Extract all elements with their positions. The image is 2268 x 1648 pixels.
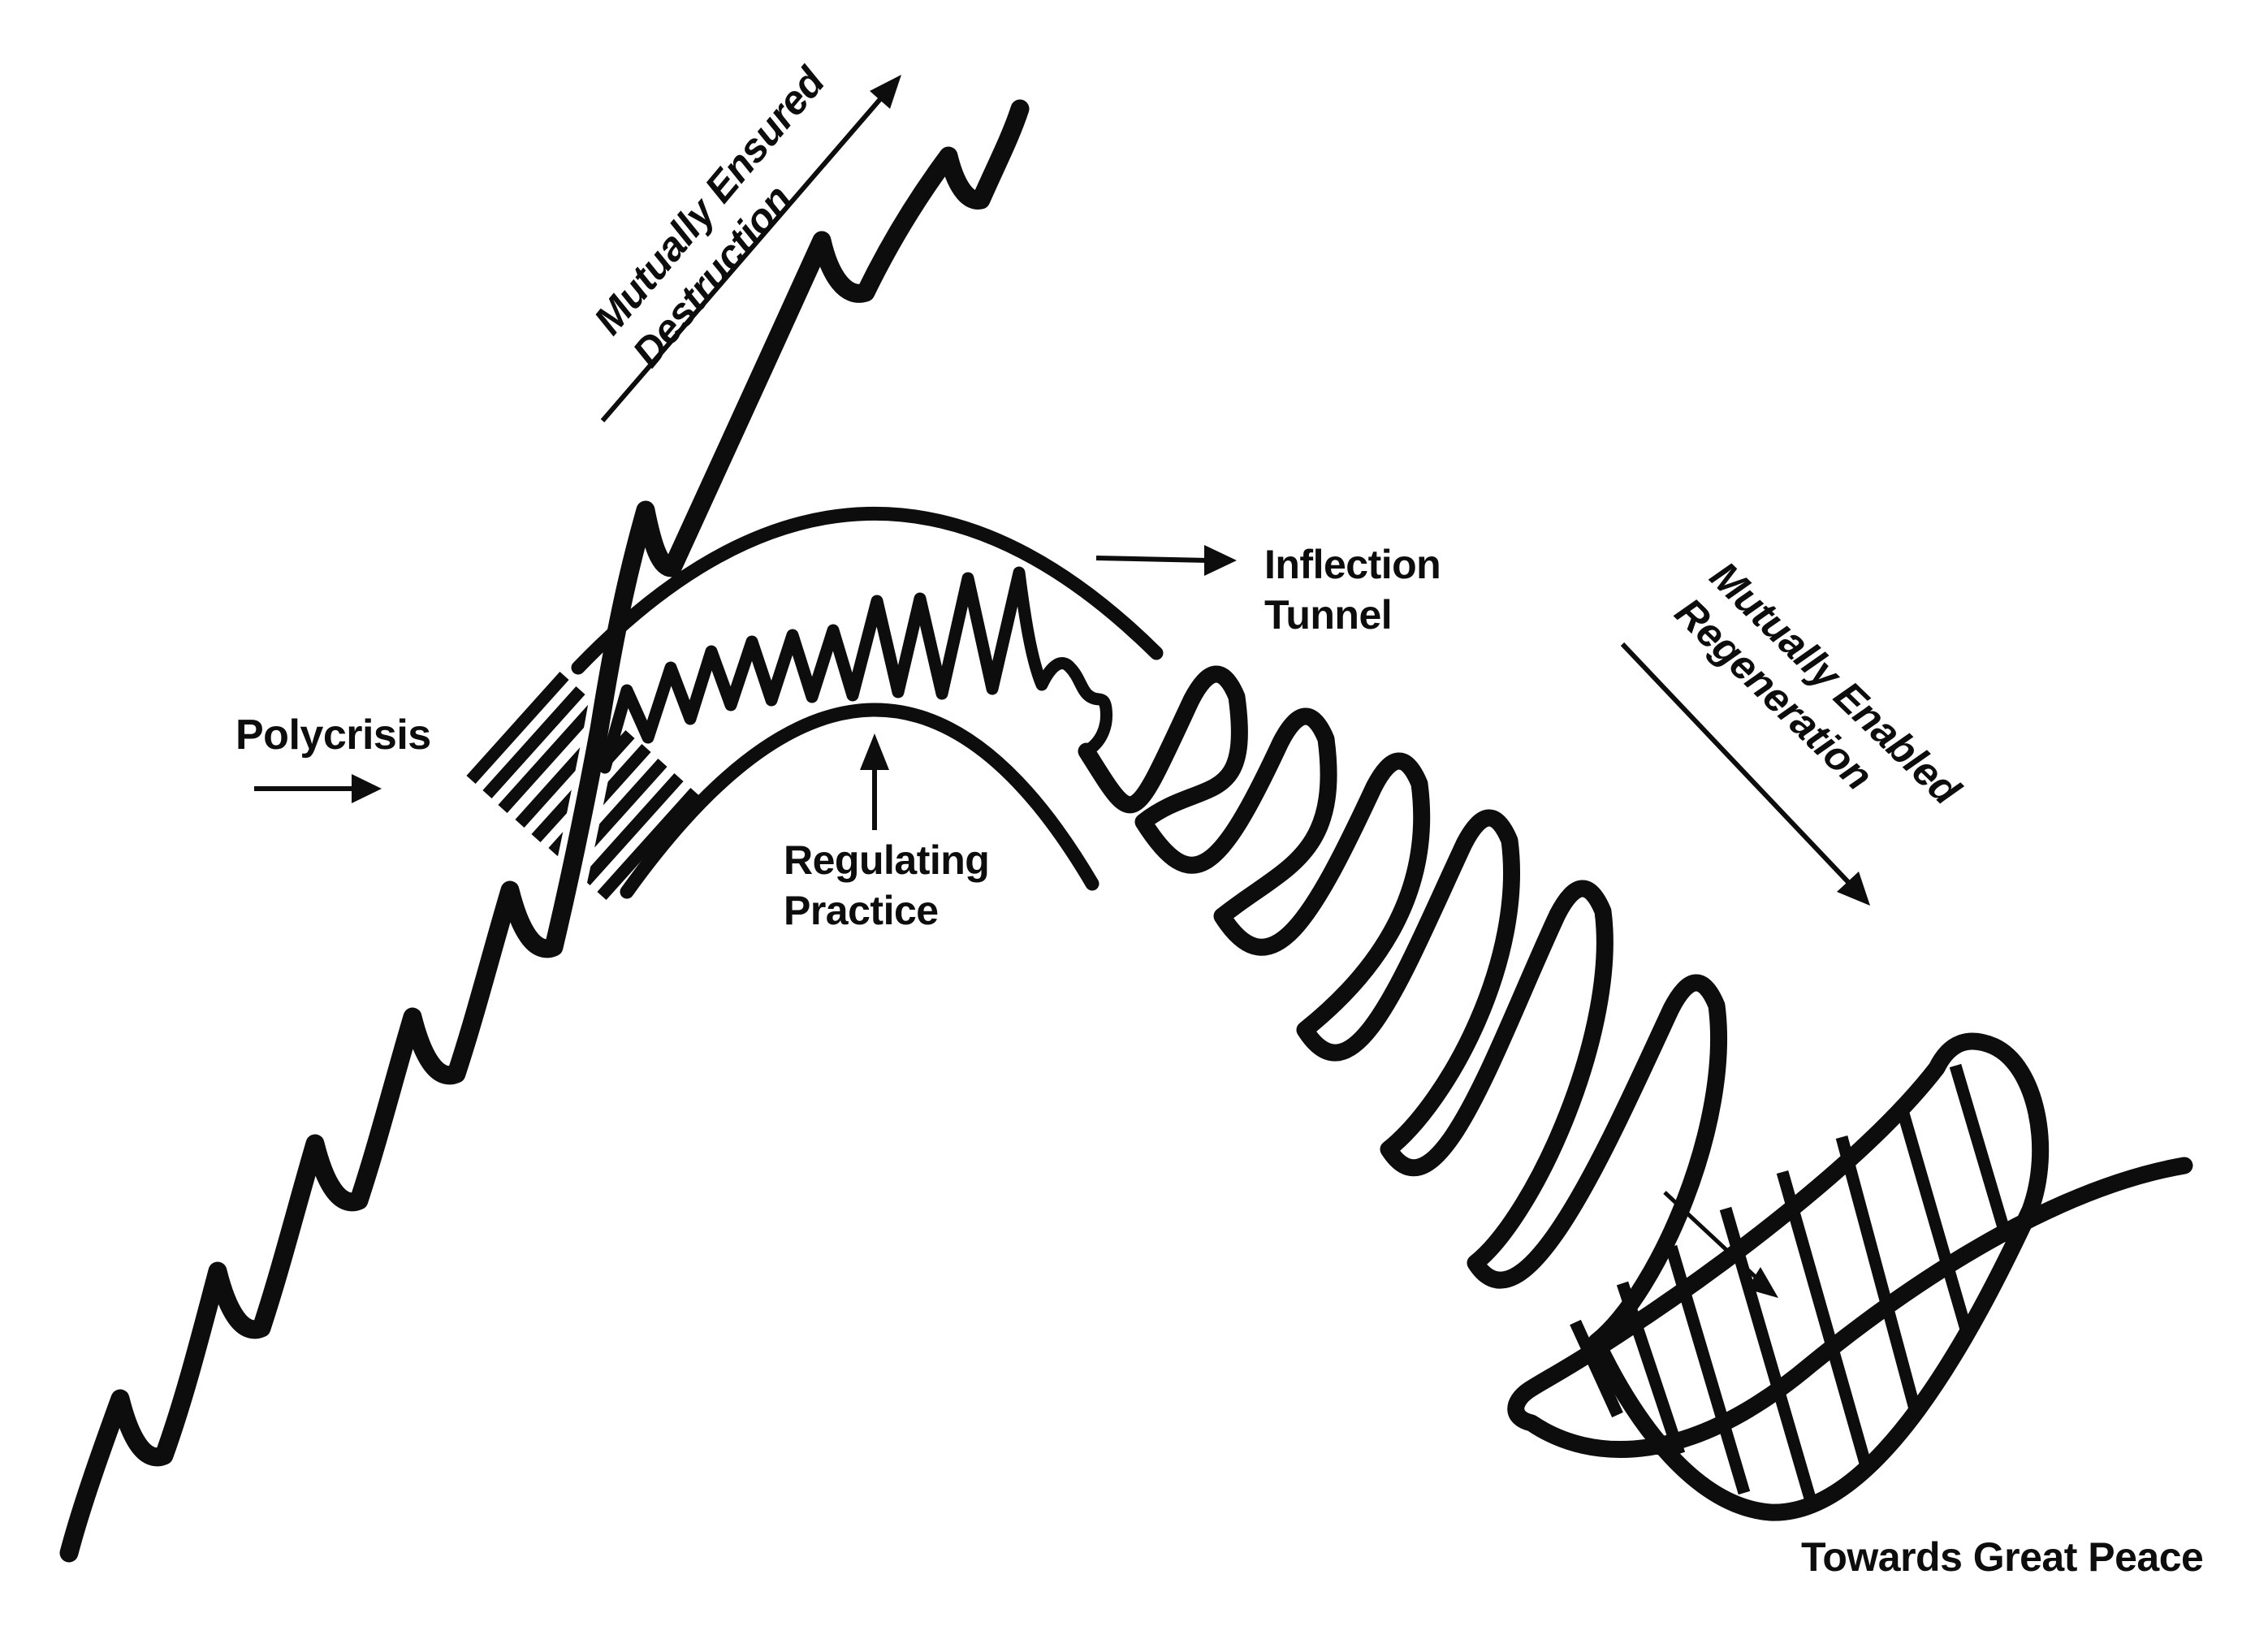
inflection-right-arrow [1095, 545, 1237, 576]
tunnel-upper-arc [571, 506, 1164, 675]
up-arrow-icon [860, 733, 889, 770]
mad-label: Mutually Ensured Destruction [585, 58, 835, 374]
peace-label: Towards Great Peace [1801, 1534, 2203, 1580]
ladder-lens-icon [1570, 1063, 2014, 1503]
small-diagonal-arrow-icon [1747, 1267, 1778, 1298]
peace-small-arrow [1663, 1191, 1778, 1298]
polycrisis-label: Polycrisis [235, 712, 431, 759]
rising-sawtooth-line [59, 99, 1030, 1563]
diagonal-down-arrow-icon [1837, 872, 1870, 906]
mer-diagonal-arrow [1620, 642, 1870, 906]
regulating-up-arrow [860, 733, 889, 830]
regulating-label-line1: Regulating [784, 837, 989, 883]
regeneration-coils-line [1078, 665, 2193, 1521]
inflection-label-line2: Tunnel [1264, 592, 1392, 638]
mer-label: Mutually Enabled Regeneration [1666, 553, 1969, 815]
right-arrow-icon [1204, 545, 1237, 576]
tunnel-lower-arc [620, 703, 1099, 899]
mad-diagonal-arrow [600, 75, 901, 422]
polycrisis-right-arrow [254, 774, 382, 803]
diagonal-up-arrow-icon [870, 75, 901, 109]
regulating-label-line2: Practice [784, 888, 939, 933]
inflection-label-line1: Inflection [1264, 542, 1441, 587]
oscillation-zigzag-line [598, 566, 1113, 774]
right-arrow-icon [352, 774, 382, 803]
